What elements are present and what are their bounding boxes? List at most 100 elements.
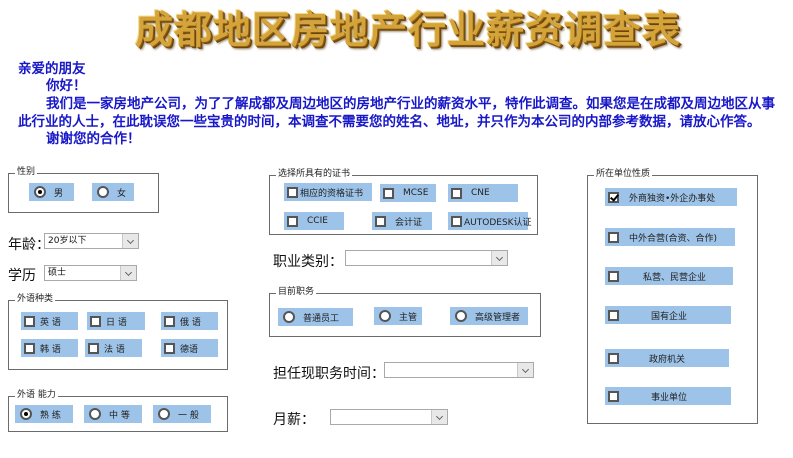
option-label: 会计证 <box>395 217 423 228</box>
language-type-legend: 外语种类 <box>15 294 56 305</box>
company-option-state-owned[interactable]: 国有企业 <box>605 306 731 324</box>
certificate-option-autodesk[interactable]: AUTODESK认证 <box>448 212 532 230</box>
page-title: 成都地区房地产行业薪资调查表 <box>135 7 682 52</box>
education-select[interactable]: 硕士 <box>44 265 137 281</box>
option-label: 英 语 <box>40 317 61 328</box>
option-label: 中外合营(合资、合作) <box>629 233 718 244</box>
checkbox-icon[interactable] <box>375 215 386 227</box>
language-option-german[interactable]: 德语 <box>161 339 218 357</box>
intro-body-line1: 我们是一家房地产公司，为了了解成都及周边地区的房地产行业的薪资水平，特作此调查。… <box>46 96 775 112</box>
certificate-option-cne[interactable]: CNE <box>448 184 518 202</box>
option-label: 事业单位 <box>651 392 688 403</box>
option-label: AUTODESK认证 <box>464 217 532 228</box>
language-option-japanese[interactable]: 日 语 <box>87 312 145 330</box>
checkbox-icon[interactable] <box>90 315 101 327</box>
option-label: 外商独资•外企办事处 <box>629 193 716 204</box>
gender-legend: 性别 <box>15 167 38 178</box>
chevron-down-icon[interactable] <box>517 363 533 377</box>
checkbox-icon[interactable] <box>608 270 619 282</box>
position-option-staff[interactable]: 普通员工 <box>278 308 353 326</box>
radio-icon[interactable] <box>158 408 170 420</box>
language-option-russian[interactable]: 俄 语 <box>161 312 218 330</box>
tenure-select[interactable] <box>384 362 534 378</box>
chevron-down-icon[interactable] <box>491 251 507 265</box>
position-option-supervisor[interactable]: 主管 <box>374 307 422 325</box>
certificates-group: 选择所具有的证书 相应的资格证书 MCSE CNE CCIE 会计证 AUTOD… <box>269 169 538 235</box>
education-label: 学历 <box>8 268 36 284</box>
chevron-down-icon[interactable] <box>122 234 138 248</box>
option-label: MCSE <box>403 188 429 198</box>
option-label: CNE <box>471 188 490 198</box>
option-label: 德语 <box>180 344 199 355</box>
option-label: 女 <box>117 188 127 199</box>
salary-label: 月薪： <box>273 412 315 428</box>
radio-icon[interactable] <box>20 408 32 420</box>
checkbox-icon[interactable] <box>24 342 35 354</box>
option-label: 男 <box>54 188 64 199</box>
checkbox-icon[interactable] <box>24 315 35 327</box>
ability-option-basic[interactable]: 一 般 <box>153 405 211 423</box>
education-select-value: 硕士 <box>48 268 67 278</box>
option-label: 俄 语 <box>180 317 201 328</box>
checkbox-icon[interactable] <box>164 342 175 354</box>
checkbox-icon[interactable] <box>608 231 619 243</box>
radio-icon[interactable] <box>379 310 391 322</box>
option-label: 普通员工 <box>303 313 340 324</box>
option-label: 中 等 <box>109 410 130 421</box>
language-option-korean[interactable]: 韩 语 <box>21 339 78 357</box>
language-type-group: 外语种类 英 语 日 语 俄 语 韩 语 法 语 德语 <box>8 294 228 370</box>
gender-group: 性别 男 女 <box>8 167 159 213</box>
certificate-option-ccie[interactable]: CCIE <box>284 212 344 230</box>
option-label: 韩 语 <box>40 344 61 355</box>
language-ability-group: 外语 能力 熟 练 中 等 一 般 <box>8 390 228 432</box>
radio-icon[interactable] <box>34 186 46 198</box>
checkbox-icon[interactable] <box>608 390 619 402</box>
position-legend: 目前职务 <box>276 287 317 298</box>
option-label: 国有企业 <box>651 311 688 322</box>
intro-body-line2: 此行业的人士，在此耽误您一些宝贵的时间，本调查不需要您的姓名、地址，并只作为本公… <box>18 114 761 130</box>
checkbox-icon[interactable] <box>88 342 99 354</box>
company-option-foreign[interactable]: 外商独资•外企办事处 <box>605 188 737 206</box>
age-select[interactable]: 20岁以下 <box>44 233 139 249</box>
option-label: CCIE <box>307 216 328 226</box>
radio-icon[interactable] <box>89 408 101 420</box>
language-ability-legend: 外语 能力 <box>15 390 58 401</box>
salary-select[interactable] <box>330 409 448 425</box>
checkbox-icon[interactable] <box>287 186 298 198</box>
gender-option-male[interactable]: 男 <box>29 183 74 201</box>
option-label: 相应的资格证书 <box>300 188 364 199</box>
position-option-senior-manager[interactable]: 高级管理者 <box>450 307 528 325</box>
language-option-english[interactable]: 英 语 <box>21 312 78 330</box>
intro-salutation: 亲爱的朋友 <box>18 61 86 77</box>
checkbox-icon[interactable] <box>164 315 175 327</box>
radio-icon[interactable] <box>97 186 109 198</box>
certificate-option-qualification[interactable]: 相应的资格证书 <box>284 183 372 201</box>
checkbox-icon[interactable] <box>451 187 462 199</box>
age-select-value: 20岁以下 <box>48 236 87 246</box>
ability-option-fluent[interactable]: 熟 练 <box>15 405 73 423</box>
checkbox-icon[interactable] <box>608 309 619 321</box>
job-category-select[interactable] <box>345 250 508 266</box>
radio-icon[interactable] <box>455 310 467 322</box>
radio-icon[interactable] <box>283 311 295 323</box>
certificate-option-accounting[interactable]: 会计证 <box>372 212 432 230</box>
company-option-private[interactable]: 私营、民营企业 <box>605 267 733 285</box>
company-option-public-institution[interactable]: 事业单位 <box>605 387 731 405</box>
checkbox-icon[interactable] <box>287 215 298 227</box>
company-option-joint-venture[interactable]: 中外合营(合资、合作) <box>605 228 735 246</box>
checkbox-icon[interactable] <box>383 187 394 199</box>
chevron-down-icon[interactable] <box>431 410 447 424</box>
certificate-option-mcse[interactable]: MCSE <box>380 184 436 202</box>
language-option-french[interactable]: 法 语 <box>85 339 142 357</box>
checkbox-icon[interactable] <box>451 215 462 227</box>
option-label: 日 语 <box>106 317 127 328</box>
chevron-down-icon[interactable] <box>120 266 136 280</box>
option-label: 主管 <box>399 312 418 323</box>
ability-option-medium[interactable]: 中 等 <box>84 405 142 423</box>
gender-option-female[interactable]: 女 <box>92 183 134 201</box>
option-label: 高级管理者 <box>475 312 521 323</box>
option-label: 熟 练 <box>40 410 61 421</box>
checkbox-icon[interactable] <box>608 352 619 364</box>
company-option-government[interactable]: 政府机关 <box>605 349 729 367</box>
checkbox-icon[interactable] <box>608 191 619 203</box>
